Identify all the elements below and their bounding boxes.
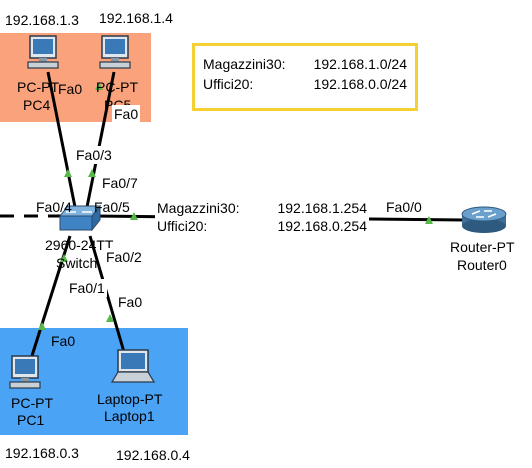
switch-port-fa0-4-label: Fa0/4 (36, 199, 72, 215)
pc-icon[interactable] (27, 35, 59, 69)
gateway-key: Magazzini30: (157, 200, 240, 216)
link-pc5-switch[interactable] (84, 71, 116, 213)
switch-name-label: Switch (56, 255, 97, 271)
pc4-name-label: PC4 (23, 97, 50, 113)
link-status-markers (38, 82, 433, 330)
link-up-icon (106, 314, 114, 322)
pc5-type-label: PC-PT (96, 79, 138, 95)
link-up-icon (64, 169, 72, 177)
laptop1-type-label: Laptop-PT (97, 391, 163, 407)
pc1-ip-label: 192.168.0.3 (3, 444, 81, 462)
link-switch-laptop[interactable] (88, 235, 126, 353)
switch-port-fa0-5-label: Fa0/5 (94, 199, 130, 215)
note-key: Magazzini30: (203, 56, 286, 72)
note-value: 192.168.0.0/24 (313, 76, 407, 92)
laptop1-name-label: Laptop1 (104, 408, 155, 424)
switch-port-fa0-3-label: Fa0/3 (74, 146, 114, 164)
laptop1-port-label: Fa0 (116, 293, 145, 311)
link-up-icon (130, 212, 138, 220)
pc5-port-label: Fa0 (112, 105, 141, 123)
pc5-ip-label: 192.168.1.4 (97, 9, 175, 27)
link-pc4-switch[interactable] (46, 71, 78, 213)
link-up-icon (425, 216, 433, 224)
gateway-label: Magazzini30: 192.168.1.254 Uffici20: 192.1… (155, 199, 369, 235)
link-up-icon (95, 82, 103, 90)
switch-port-fa0-1-label: Fa0/1 (67, 279, 107, 297)
pc4-type-label: PC-PT (17, 79, 59, 95)
subnet-note: Magazzini30: 192.168.1.0/24 Uffici20: 192.… (192, 43, 418, 111)
switch-port-fa0-7-label: Fa0/7 (100, 174, 140, 192)
gateway-value: 192.168.0.254 (277, 218, 367, 234)
router0-port-label: Fa0/0 (384, 198, 424, 216)
link-up-icon (88, 169, 96, 177)
note-key: Uffici20: (203, 76, 254, 92)
pc4-port-label: Fa0 (58, 81, 83, 97)
pc-icon[interactable] (99, 35, 131, 69)
switch-icon[interactable] (58, 204, 102, 232)
switch-type-label: 2960-24TT (45, 237, 114, 253)
router0-name-label: Router0 (457, 257, 507, 273)
pc1-type-label: PC-PT (11, 395, 53, 411)
router0-type-label: Router-PT (450, 239, 515, 255)
router-icon[interactable] (461, 206, 507, 233)
laptop1-ip-label: 192.168.0.4 (114, 446, 192, 464)
pc-icon[interactable] (9, 355, 41, 389)
link-up-icon (60, 254, 68, 262)
pc4-ip-label: 192.168.1.3 (3, 11, 81, 29)
gateway-value: 192.168.1.254 (277, 200, 367, 216)
switch-port-fa0-2-label: Fa0/2 (104, 248, 144, 266)
pc1-name-label: PC1 (17, 412, 44, 428)
link-up-icon (38, 322, 46, 330)
laptop-icon[interactable] (110, 349, 156, 383)
gateway-key: Uffici20: (157, 218, 208, 234)
note-value: 192.168.1.0/24 (313, 56, 407, 72)
pc1-port-label: Fa0 (51, 333, 76, 349)
